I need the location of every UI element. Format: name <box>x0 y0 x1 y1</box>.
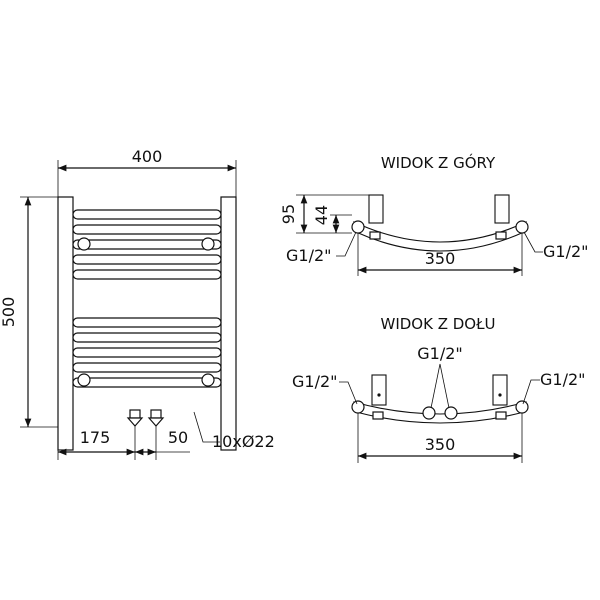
top-view-title: WIDOK Z GÓRY <box>381 153 496 172</box>
top-right-connector <box>515 220 529 234</box>
bottom-center-right-connector <box>444 406 458 420</box>
rung-4 <box>72 254 222 265</box>
height-label: 500 <box>0 297 18 328</box>
top-right-post <box>494 194 510 224</box>
bottom-right-thread-leader <box>522 379 540 405</box>
bottom-left-post <box>371 374 387 406</box>
rung-10 <box>72 377 222 388</box>
valve-connectors <box>126 409 165 460</box>
bottom-left-thread-label: G1/2" <box>292 372 338 391</box>
mounting-brackets <box>77 237 215 387</box>
top-left-thread-leader <box>336 231 357 257</box>
bottom-left-connector <box>351 400 365 414</box>
top-view: WIDOK Z GÓRY 95 44 G1/2" G1/2" 350 <box>279 153 589 276</box>
bottom-right-post <box>492 374 508 406</box>
rung-8 <box>72 347 222 358</box>
rung-3 <box>72 239 222 250</box>
bottom-view-title: WIDOK Z DOŁU <box>380 315 495 333</box>
top-left-thread-label: G1/2" <box>286 246 332 265</box>
top-right-thread-label: G1/2" <box>543 242 589 261</box>
inner-depth-label: 44 <box>312 205 331 225</box>
top-left-post <box>368 194 384 224</box>
rung-1 <box>72 209 222 220</box>
bottom-right-thread-label: G1/2" <box>540 370 586 389</box>
bottom-width-label: 350 <box>425 435 456 454</box>
width-label: 400 <box>132 147 163 166</box>
top-left-connector <box>351 220 365 234</box>
front-view: 400 500 175 50 10xØ22 <box>0 147 275 460</box>
bottom-left-thread-leader <box>339 381 358 405</box>
bottom-center-thread-leader <box>430 363 450 409</box>
rung-6 <box>72 317 222 328</box>
rung-5 <box>72 269 222 280</box>
left-column <box>57 196 74 451</box>
rung-2 <box>72 224 222 235</box>
bottom-right-connector <box>515 400 529 414</box>
rung-7 <box>72 332 222 343</box>
top-right-thread-leader <box>523 231 543 253</box>
bottom-center-left-connector <box>422 406 436 420</box>
spacing-label: 50 <box>168 428 188 447</box>
bottom-center-thread-label: G1/2" <box>417 344 463 363</box>
top-width-label: 350 <box>425 249 456 268</box>
right-column <box>220 196 237 451</box>
bottom-view: WIDOK Z DOŁU G1/2" G1/2" G1/2" 350 <box>292 315 586 463</box>
depth-label: 95 <box>279 204 298 224</box>
rung-9 <box>72 362 222 373</box>
pipes-leader-line <box>193 411 220 443</box>
left-offset-label: 175 <box>80 428 111 447</box>
pipes-label: 10xØ22 <box>212 432 275 451</box>
rungs-group <box>72 209 222 388</box>
